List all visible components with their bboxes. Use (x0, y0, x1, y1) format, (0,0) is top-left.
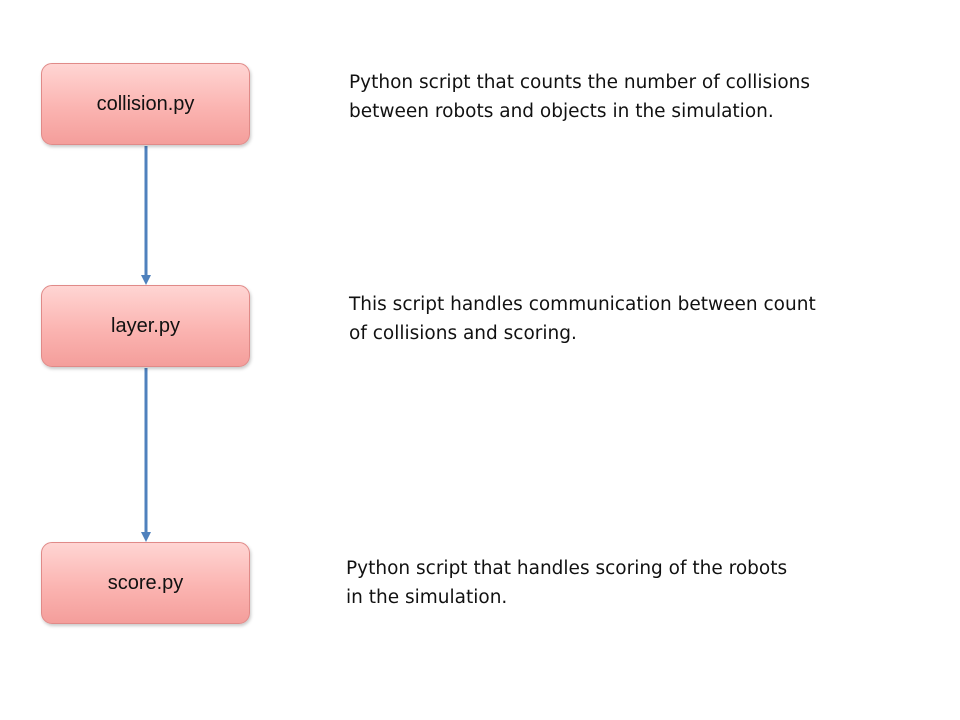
description-line: This script handles communication betwee… (349, 294, 816, 315)
node-label-layer: layer.py (111, 314, 180, 337)
node-collision-py: collision.py (41, 63, 250, 145)
description-line: Python script that counts the number of … (349, 72, 811, 93)
node-label-score: score.py (107, 571, 184, 594)
description-line: of collisions and scoring. (349, 323, 577, 344)
description-layer: This script handles communication betwee… (349, 290, 816, 348)
description-line: in the simulation. (346, 587, 508, 608)
description-line: between robots and objects in the simula… (349, 101, 774, 122)
node-score-py: score.py (41, 542, 250, 624)
description-collision: Python script that counts the number of … (349, 68, 810, 126)
description-score: Python script that handles scoring of th… (346, 554, 787, 612)
description-line: Python script that handles scoring of th… (346, 558, 788, 579)
node-label-collision: collision.py (96, 92, 195, 115)
node-layer-py: layer.py (41, 285, 250, 367)
